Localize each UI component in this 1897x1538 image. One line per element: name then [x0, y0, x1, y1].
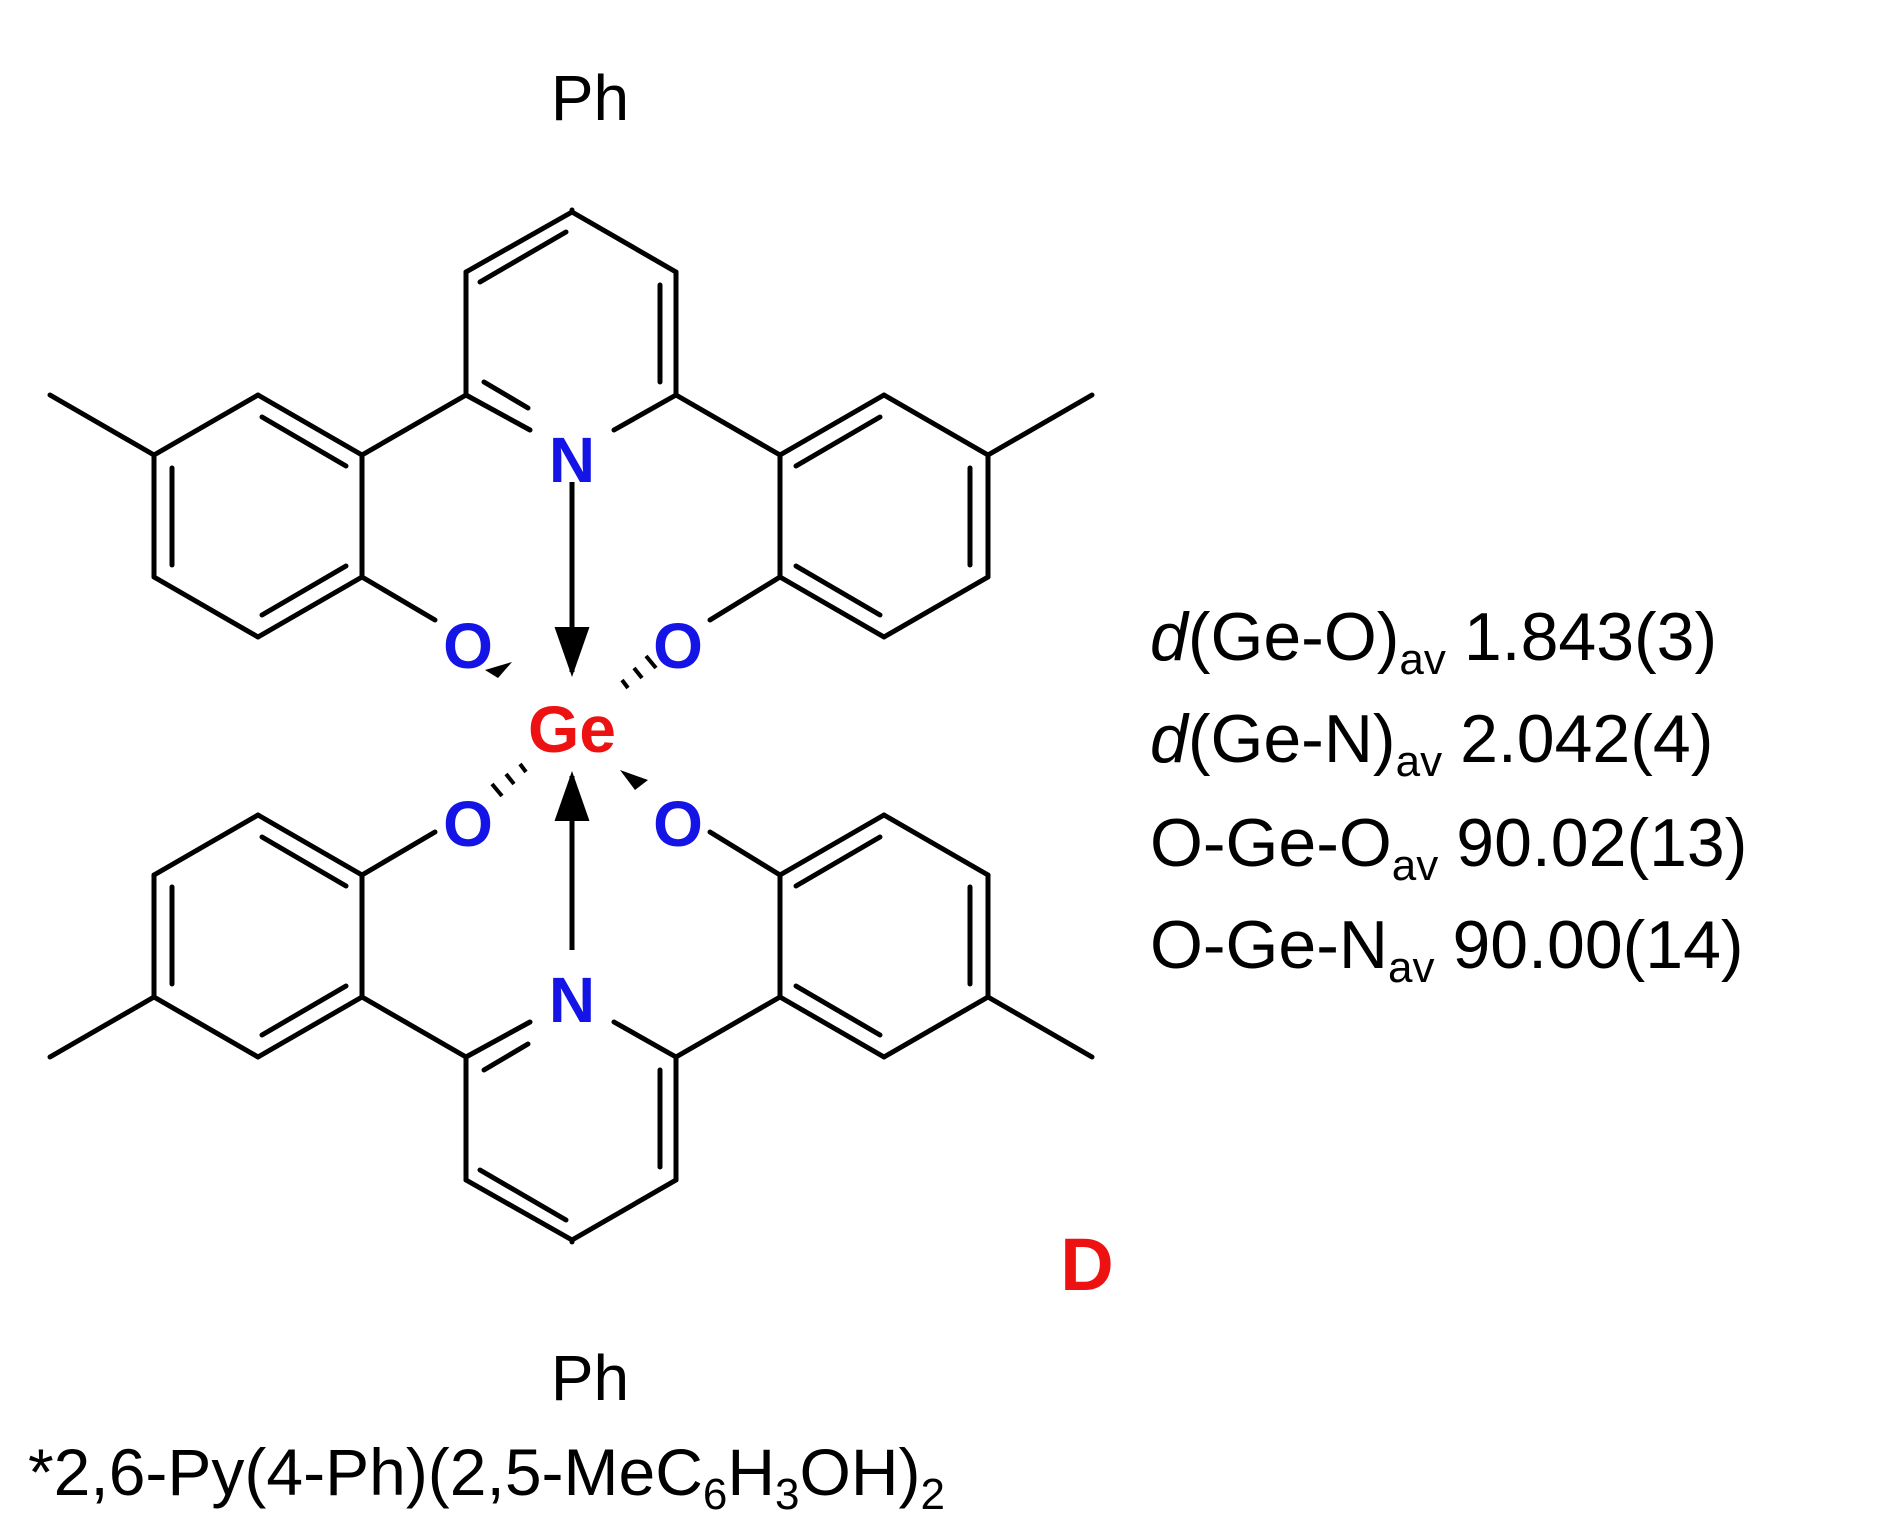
aryl-bond-upper	[777, 392, 887, 458]
aryl-bond-upper	[151, 392, 261, 458]
aryl-double-bond-lower	[793, 834, 883, 889]
aryl-bond-lower	[881, 994, 991, 1060]
nitrogen-bottom-label: N	[549, 964, 595, 1036]
aryl-double-bond-upper	[793, 414, 883, 469]
oxygen-lower-right-label: O	[653, 788, 703, 860]
compound-label: D	[1060, 1223, 1113, 1306]
aryl-bond-upper	[255, 392, 365, 458]
pyridine-double-bond-lower	[477, 1167, 569, 1223]
pyridine-double-bond-upper	[481, 379, 531, 411]
pyridine-bond-upper	[463, 209, 575, 275]
ph-top-label: Ph	[551, 62, 629, 134]
pyridine-bond-upper	[463, 392, 533, 433]
wedge-bond-ge-o-lower-right	[620, 770, 648, 790]
aryl-link-bond-lower	[359, 994, 469, 1060]
aryl-double-bond-upper	[259, 414, 349, 469]
aryl-link-bond-upper	[359, 392, 469, 458]
methyl-bond-upper	[985, 392, 1095, 458]
germanium-label: Ge	[528, 692, 616, 766]
aryl-bond-upper	[777, 574, 887, 640]
aryl-bond-lower	[777, 812, 887, 878]
methyl-bond-upper	[47, 392, 157, 458]
aryl-double-bond-upper	[259, 563, 349, 618]
aryl-double-bond-lower	[793, 983, 883, 1038]
methyl-bond-lower	[47, 994, 157, 1060]
aryl-bond-lower	[255, 994, 365, 1060]
oxygen-upper-left-label: O	[443, 610, 493, 682]
pyridine-bond-lower	[463, 1019, 533, 1060]
aryl-link-bond-upper	[673, 392, 783, 458]
methyl-bond-lower	[985, 994, 1095, 1060]
aryl-double-bond-lower	[259, 834, 349, 889]
aryl-bond-lower	[151, 994, 261, 1060]
pyridine-bond-lower	[463, 1177, 575, 1243]
hashed-bond-ge-o-lower-left	[490, 762, 528, 798]
aryl-o-bond-upper	[707, 574, 783, 623]
aryl-bond-lower	[151, 812, 261, 878]
aryl-bond-lower	[777, 994, 887, 1060]
aryl-bond-upper	[255, 574, 365, 640]
aryl-bond-upper	[151, 574, 261, 640]
pyridine-double-bond-lower	[481, 1041, 531, 1073]
aryl-link-bond-lower	[673, 994, 783, 1060]
aryl-bond-upper	[881, 574, 991, 640]
pyridine-double-bond-upper	[477, 229, 569, 285]
aryl-double-bond-upper	[793, 563, 883, 618]
ph-bottom-label: Ph	[551, 1342, 629, 1414]
aryl-o-bond-lower	[707, 829, 783, 878]
pyridine-bond-lower	[569, 1177, 679, 1243]
aryl-bond-lower	[881, 812, 991, 878]
aryl-bond-lower	[255, 812, 365, 878]
pyridine-bond-upper	[569, 209, 679, 275]
oxygen-lower-left-label: O	[443, 788, 493, 860]
aryl-double-bond-lower	[259, 983, 349, 1038]
wedge-bond-ge-o-upper-left	[485, 662, 512, 678]
bond-network	[47, 207, 1095, 1245]
ligand-formula: *2,6-Py(4-Ph)(2,5-MeC6H3OH)2	[28, 1435, 945, 1519]
nitrogen-top-label: N	[549, 424, 595, 496]
aryl-bond-upper	[881, 392, 991, 458]
pyridine-bond-lower	[611, 1019, 679, 1060]
aryl-o-bond-lower	[359, 829, 438, 878]
oxygen-upper-right-label: O	[653, 610, 703, 682]
aryl-o-bond-upper	[359, 574, 438, 623]
pyridine-bond-upper	[611, 392, 679, 433]
hashed-bond-ge-o-upper-right	[620, 654, 658, 690]
